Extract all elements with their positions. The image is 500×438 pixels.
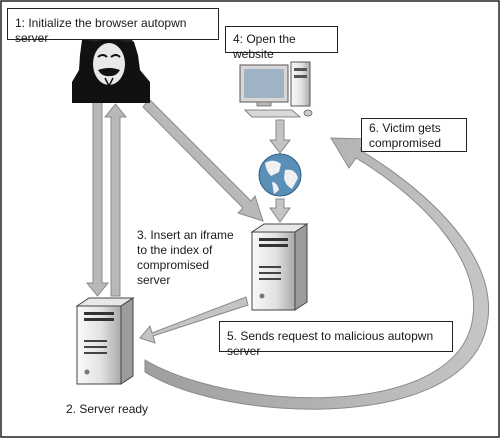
step6-label: 6. Victim gets compromised xyxy=(361,118,467,152)
server-to-attacker-arrow xyxy=(103,103,128,297)
autopwn-server-tower-icon xyxy=(75,297,135,385)
pc-to-internet-arrow xyxy=(268,119,292,154)
step3-label: 3. Insert an iframe to the index of comp… xyxy=(137,228,234,287)
step4-label: 4: Open the website xyxy=(225,26,338,61)
compromised-server-tower-icon xyxy=(250,223,309,311)
step5-label: 5. Sends request to malicious autopwn se… xyxy=(219,321,453,358)
desktop-computer-icon xyxy=(239,61,313,118)
masked-attacker-icon xyxy=(72,31,150,103)
step1-label: 1: Initialize the browser autopwn server xyxy=(7,8,219,45)
globe-icon xyxy=(258,153,302,197)
attacker-to-compromised-server-arrow xyxy=(142,98,264,222)
request-to-autopwn-arrow xyxy=(139,296,249,344)
step2-label: 2. Server ready xyxy=(66,402,149,416)
internet-to-server-arrow xyxy=(269,198,291,223)
attacker-to-server-arrow xyxy=(85,101,110,297)
